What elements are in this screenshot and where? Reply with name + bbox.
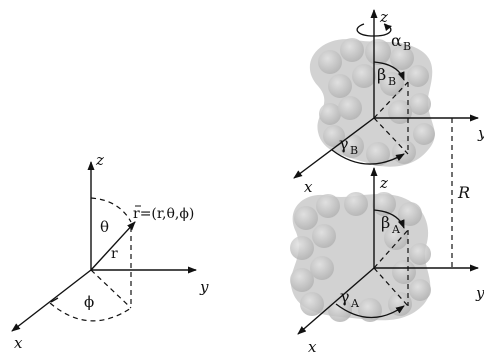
- separation-label: R: [457, 183, 470, 202]
- beta-B-arc: [373, 61, 405, 81]
- beta-A-sub: A: [391, 223, 401, 236]
- left-y-label: y: [199, 278, 209, 296]
- A-y-label: y: [475, 284, 484, 302]
- gamma-A-arc: [335, 303, 405, 319]
- alpha-B-arrowhead: [384, 24, 392, 31]
- gamma-B-arc: [331, 149, 405, 165]
- alpha-B-sub: B: [403, 40, 411, 53]
- frame-B: z y x α B β B γ B: [293, 8, 484, 196]
- A-z-label: z: [379, 174, 388, 192]
- protein-B-texture: [318, 38, 435, 166]
- alpha-B-label: α: [391, 31, 402, 50]
- alpha-B-arc: [356, 23, 392, 37]
- gamma-B-sub: B: [350, 144, 358, 157]
- left-phi-arc: [49, 302, 132, 322]
- left-theta-arc: [90, 197, 132, 223]
- gamma-A-label: γ: [340, 287, 350, 306]
- beta-B-label: β: [377, 65, 386, 84]
- left-phi-tick: [50, 297, 59, 303]
- separation-marker: R: [451, 118, 470, 268]
- beta-A-label: β: [381, 213, 390, 232]
- left-r-vector: [90, 221, 136, 271]
- left-spherical-frame: z y x θ ϕ r r=(r,θ,ϕ): [11, 151, 209, 352]
- gamma-A-sub: A: [350, 297, 360, 310]
- left-projection-radius: [90, 269, 132, 309]
- theta-label: θ: [100, 218, 109, 236]
- B-x-label: x: [304, 178, 313, 196]
- beta-A-arc: [373, 209, 405, 229]
- protein-B-blob: [309, 38, 435, 167]
- position-vector-label: r=(r,θ,ϕ): [133, 206, 194, 222]
- A-x-axis: [297, 267, 375, 335]
- frame-A: z y x β A γ A: [297, 167, 484, 354]
- B-x-axis: [293, 117, 375, 179]
- gamma-B-label: γ: [339, 134, 349, 153]
- B-z-label: z: [379, 8, 388, 26]
- A-x-label: x: [308, 338, 317, 354]
- protein-A-blob: [290, 192, 431, 322]
- protein-A-texture: [290, 192, 431, 322]
- beta-B-sub: B: [388, 75, 396, 88]
- left-z-label: z: [95, 151, 104, 169]
- left-x-axis: [11, 269, 92, 332]
- phi-label: ϕ: [84, 293, 94, 311]
- left-x-label: x: [14, 334, 23, 352]
- r-label: r: [111, 246, 118, 262]
- B-y-label: y: [477, 124, 484, 142]
